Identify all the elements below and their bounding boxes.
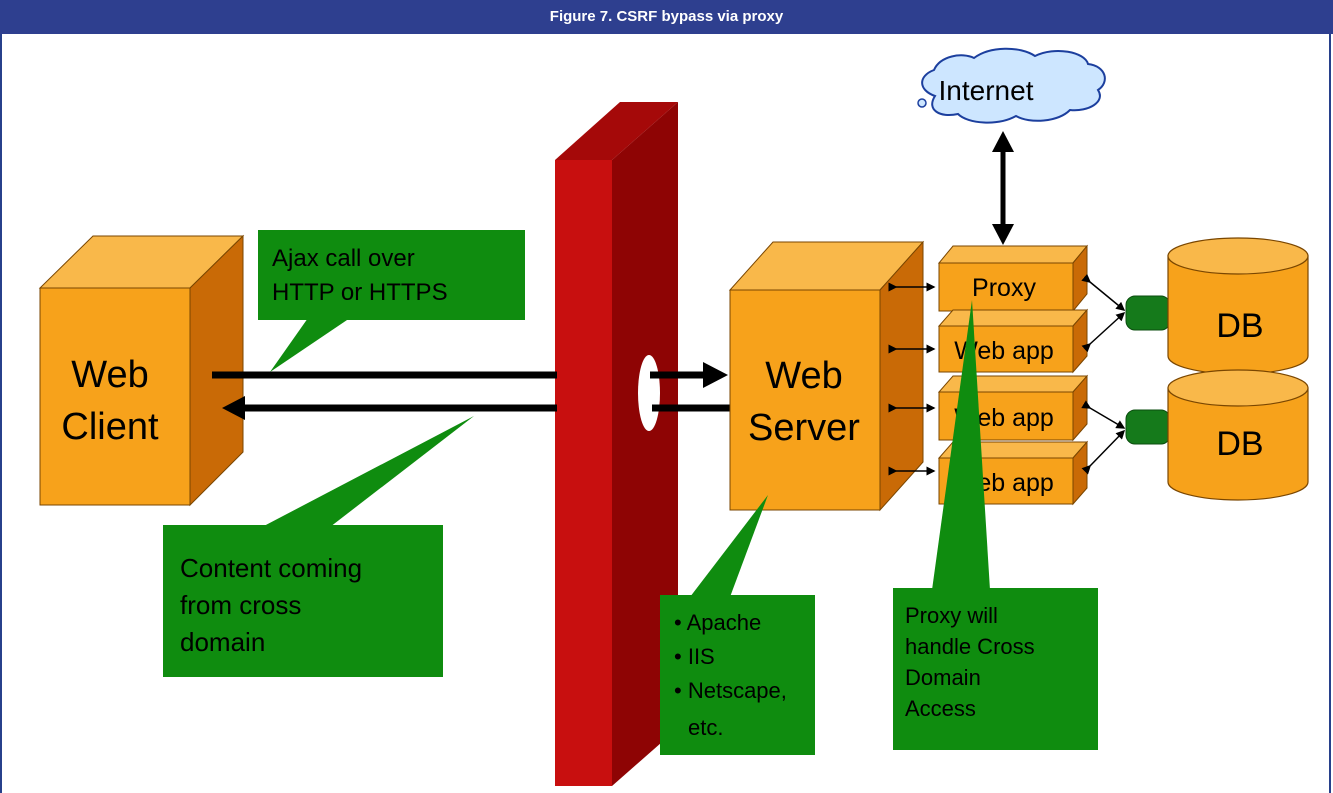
callout-content-line1: Content coming xyxy=(180,553,362,583)
figure-title-bar: Figure 7. CSRF bypass via proxy xyxy=(0,0,1333,34)
callout-content: Content coming from cross domain xyxy=(163,416,474,677)
cloud-icon xyxy=(921,47,1106,124)
callout-proxy-line2: handle Cross xyxy=(905,634,1035,659)
callout-proxy-line4: Access xyxy=(905,696,976,721)
firewall-hole xyxy=(638,355,660,431)
db-cylinder-2: DB xyxy=(1167,369,1309,501)
figure-title: Figure 7. CSRF bypass via proxy xyxy=(549,8,784,25)
db-connectors xyxy=(1125,295,1171,445)
callout-servers-item1: • Apache xyxy=(674,610,761,635)
internet-label: Internet xyxy=(939,75,1034,106)
callout-servers-item2: • IIS xyxy=(674,644,715,669)
callout-servers: • Apache • IIS • Netscape, etc. xyxy=(660,495,815,755)
callout-proxy-note: Proxy will handle Cross Domain Access xyxy=(893,300,1098,750)
callout-ajax: Ajax call over HTTP or HTTPS xyxy=(258,230,525,372)
web-client-label-line2: Client xyxy=(61,406,159,448)
internet-proxy-arrow xyxy=(992,131,1014,245)
web-app-box-1: Web app xyxy=(937,308,1089,374)
proxy-label: Proxy xyxy=(972,274,1036,302)
server-app-arrows xyxy=(888,282,936,476)
web-server-label-line2: Server xyxy=(748,407,860,449)
db-label-1: DB xyxy=(1216,307,1263,345)
callout-servers-item3: • Netscape, xyxy=(674,678,787,703)
db-label-2: DB xyxy=(1216,425,1263,463)
callout-ajax-line1: Ajax call over xyxy=(272,245,415,272)
callout-ajax-line2: HTTP or HTTPS xyxy=(272,279,448,306)
web-client-box: Web Client xyxy=(38,234,245,507)
proxy-box: Proxy xyxy=(937,244,1089,313)
internet-cloud: Internet xyxy=(917,47,1106,124)
callout-servers-item3-cont: etc. xyxy=(688,715,723,740)
callout-proxy-line1: Proxy will xyxy=(905,603,998,628)
app-db-arrows xyxy=(1081,273,1126,475)
web-client-label-line1: Web xyxy=(71,354,148,396)
callout-content-line3: domain xyxy=(180,627,265,657)
callout-proxy-line3: Domain xyxy=(905,665,981,690)
firewall xyxy=(555,102,678,786)
callout-content-line2: from cross xyxy=(180,590,301,620)
diagram-canvas: Internet Web Client Web Server xyxy=(38,47,1309,786)
client-link-arrows xyxy=(212,362,732,420)
web-server-box: Web Server xyxy=(728,240,925,512)
web-server-label-line1: Web xyxy=(765,355,842,397)
db-cylinder-1: DB xyxy=(1167,237,1309,375)
